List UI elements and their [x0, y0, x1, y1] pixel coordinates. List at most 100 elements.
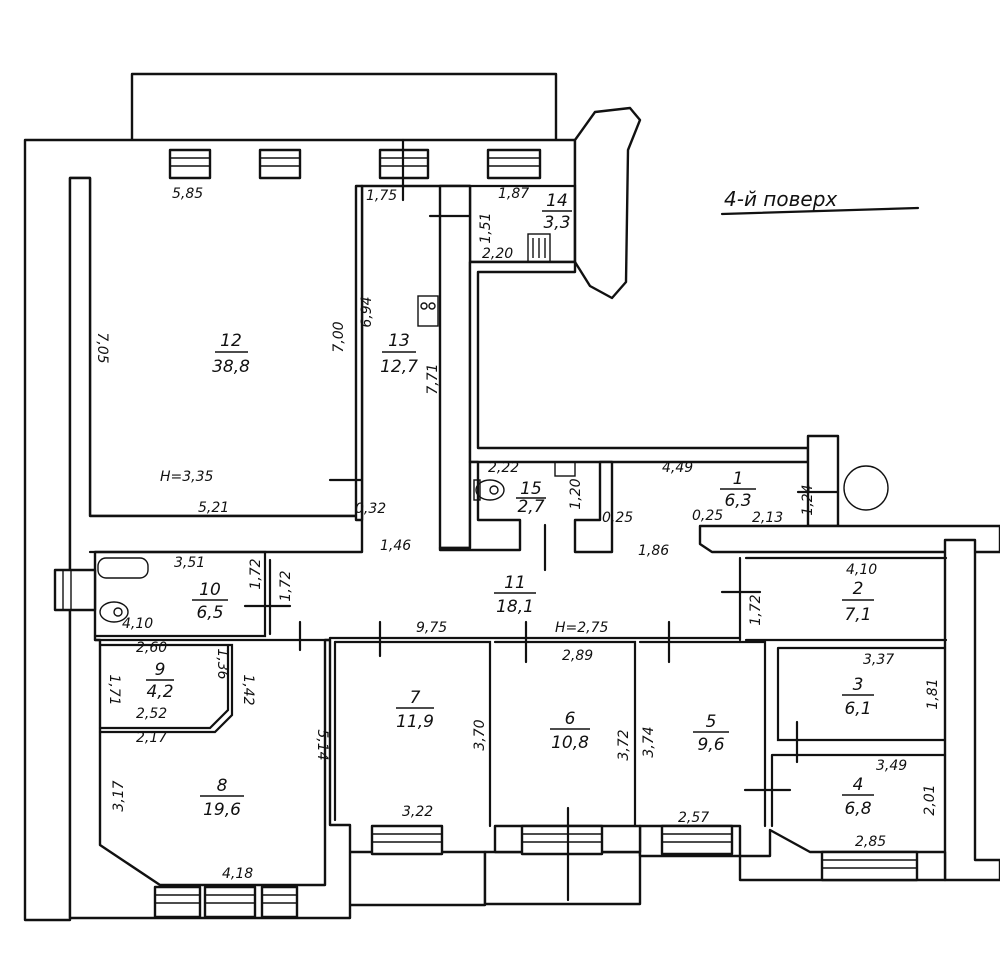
room-area: 18,1: [496, 597, 534, 617]
wall-room-3: [776, 646, 947, 742]
window-south-1: [153, 885, 202, 919]
dimension-label: 2,57: [678, 810, 709, 826]
dimension-label: 3,74: [641, 726, 657, 757]
room-area: 6,1: [844, 699, 871, 719]
walls: [23, 72, 1000, 922]
room-number: 5: [706, 712, 717, 732]
dimension-label: 1,36: [214, 648, 230, 679]
room-area: 6,8: [844, 799, 871, 819]
room-number: 14: [546, 191, 568, 211]
dimension-labels: 5,85 5,21 0,32 1,75 1,87 2,20 1,46 2,22 …: [122, 186, 907, 882]
dimension-label: 3,70: [472, 719, 488, 750]
dimension-label: 1,24: [800, 484, 816, 515]
window-north-4: [486, 148, 542, 180]
room-area: 38,8: [212, 357, 250, 377]
room-11: 11 18,1: [494, 573, 536, 617]
dimension-label: 5,14: [314, 729, 330, 760]
dimension-label: 1,75: [366, 188, 397, 204]
dimension-label: 1,42: [240, 674, 256, 705]
wall-13-east: [438, 184, 472, 550]
window-north-2: [258, 148, 302, 180]
dimension-label: 3,17: [111, 780, 127, 811]
wall-room-9: [98, 643, 234, 734]
wall-corridor-south-west: [93, 636, 332, 642]
wall-room-2: [738, 556, 948, 642]
room-4: 46,8: [842, 775, 874, 819]
window-south-5: [520, 824, 604, 856]
window-south-6: [660, 824, 734, 856]
dimension-label: 3,37: [863, 652, 894, 668]
room-number: 12: [220, 331, 242, 351]
window-south-4: [370, 824, 444, 856]
dimension-label: 0,32: [355, 501, 386, 517]
room-number: 11: [504, 573, 526, 593]
dimension-label: 2,22: [488, 460, 519, 476]
window-south-7: [820, 850, 919, 882]
wall-east-edge: [943, 538, 1000, 882]
room-14: 143,3: [542, 191, 572, 233]
room-number: 4: [853, 775, 864, 795]
dimension-labels-vertical: 7,05 6,94 7,00 7,71 1,51 1,20 1,24 1,72 …: [94, 212, 941, 815]
window-south-3: [260, 885, 299, 919]
room-number: 3: [853, 675, 864, 695]
dimension-label: 4,10: [122, 616, 153, 632]
partitions: [88, 184, 948, 828]
dimension-label: 7,05: [94, 332, 110, 363]
dimension-label: 0,25: [602, 510, 633, 526]
dimension-label: 4,10: [846, 562, 877, 578]
room-number: 8: [217, 776, 228, 796]
dimension-label: 1,72: [248, 558, 264, 589]
dimension-label: 5,21: [198, 500, 229, 516]
shower-icon: [527, 233, 551, 263]
column-circle: [843, 465, 889, 511]
dimension-label: 1,51: [478, 212, 494, 243]
room-15: 152,7: [516, 479, 546, 517]
room-number: 13: [388, 331, 410, 351]
dimension-label: 1,46: [380, 538, 411, 554]
room-area: 6,5: [196, 603, 223, 623]
dimension-label: 2,13: [752, 510, 783, 526]
dimension-label: 1,71: [106, 674, 122, 705]
south-projection: [483, 850, 642, 906]
room-area: 6,3: [724, 491, 751, 511]
ceiling-height-label: H=2,75: [555, 620, 609, 636]
stair-shaft-wall: [573, 106, 642, 300]
dimension-label: 4,49: [662, 460, 693, 476]
dimension-label: 1,81: [925, 678, 941, 709]
dimension-label: 2,89: [562, 648, 593, 664]
room-10: 106,5: [192, 580, 228, 623]
dimension-label: 2,20: [482, 246, 513, 262]
walls-rooms-5-7: [333, 640, 767, 828]
doors: [243, 138, 840, 902]
window-north-1: [168, 148, 212, 180]
room-8: 819,6: [200, 776, 244, 820]
floor-label-underline: [720, 206, 920, 216]
wall-big-room: [468, 260, 810, 464]
room-12: 12 38,8: [212, 331, 250, 377]
room-area: 3,3: [543, 213, 570, 233]
window-south-2: [203, 885, 257, 919]
dimension-label: 6,94: [359, 296, 375, 327]
dimension-label: 0,25: [692, 508, 723, 524]
dimension-label: 7,71: [425, 363, 441, 394]
room-5: 59,6: [693, 712, 729, 755]
dimension-label: 2,52: [136, 706, 167, 722]
room-number: 6: [565, 709, 576, 729]
dimension-label: 2,85: [855, 834, 886, 850]
room-number: 15: [520, 479, 542, 499]
toilet-icon: [473, 479, 505, 501]
wall-15-east: [573, 460, 614, 554]
sink-icon: [417, 295, 439, 327]
room-2: 27,1: [842, 579, 874, 625]
fixtures: [97, 233, 889, 623]
window-west: [53, 568, 97, 612]
room-area: 11,9: [396, 712, 434, 732]
room-6: 610,8: [550, 709, 590, 753]
room-area: 4,2: [146, 682, 173, 702]
dimension-label: 3,49: [876, 758, 907, 774]
room-area: 7,1: [844, 605, 871, 625]
dimension-label: 7,00: [331, 321, 347, 352]
room-area: 2,7: [517, 497, 544, 517]
